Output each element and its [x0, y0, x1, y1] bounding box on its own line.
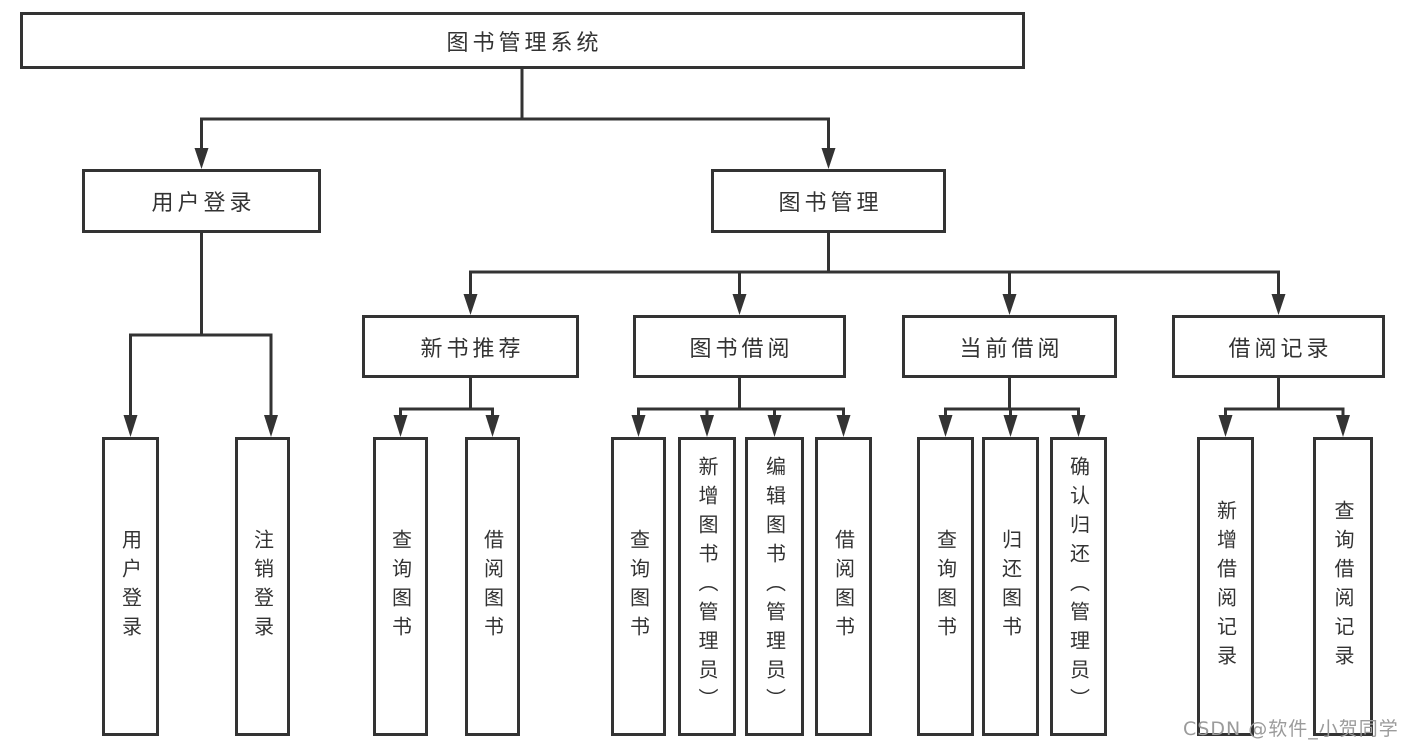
edge-new-book-recommend [399, 378, 494, 419]
leaf-edit-books-admin: 编辑图书（管理员） [745, 437, 804, 736]
edge-book-borrow [637, 378, 845, 419]
leaf-add-borrow-record: 新增借阅记录 [1197, 437, 1254, 736]
node-book-management: 图书管理 [711, 169, 946, 233]
edge-borrow-records [1224, 378, 1345, 419]
node-book-management-system: 图书管理系统 [20, 12, 1025, 69]
leaf-logout: 注销登录 [235, 437, 290, 736]
leaf-current-query-books: 查询图书 [917, 437, 974, 736]
leaf-query-borrow-record: 查询借阅记录 [1313, 437, 1373, 736]
leaf-add-books-admin: 新增图书（管理员） [678, 437, 736, 736]
leaf-user-login: 用户登录 [102, 437, 159, 736]
leaf-confirm-return-admin: 确认归还（管理员） [1050, 437, 1107, 736]
node-borrow-records: 借阅记录 [1172, 315, 1385, 378]
csdn-watermark: CSDN @软件_小贺同学 [1183, 718, 1399, 740]
leaf-borrow-query-books: 查询图书 [611, 437, 666, 736]
node-new-book-recommend: 新书推荐 [362, 315, 579, 378]
node-user-login: 用户登录 [82, 169, 321, 233]
leaf-recommend-query-books: 查询图书 [373, 437, 428, 736]
node-book-borrow: 图书借阅 [633, 315, 846, 378]
leaf-recommend-borrow-books: 借阅图书 [465, 437, 520, 736]
edge-current-borrow [944, 378, 1080, 419]
leaf-borrow-books: 借阅图书 [815, 437, 872, 736]
edge-root-to-level1 [200, 69, 830, 151]
edge-user-login-to-leaves [129, 233, 273, 418]
node-current-borrow: 当前借阅 [902, 315, 1117, 378]
edge-book-mgmt-to-level2 [469, 233, 1280, 296]
arrowheads [123, 148, 1350, 437]
leaf-return-books: 归还图书 [982, 437, 1039, 736]
